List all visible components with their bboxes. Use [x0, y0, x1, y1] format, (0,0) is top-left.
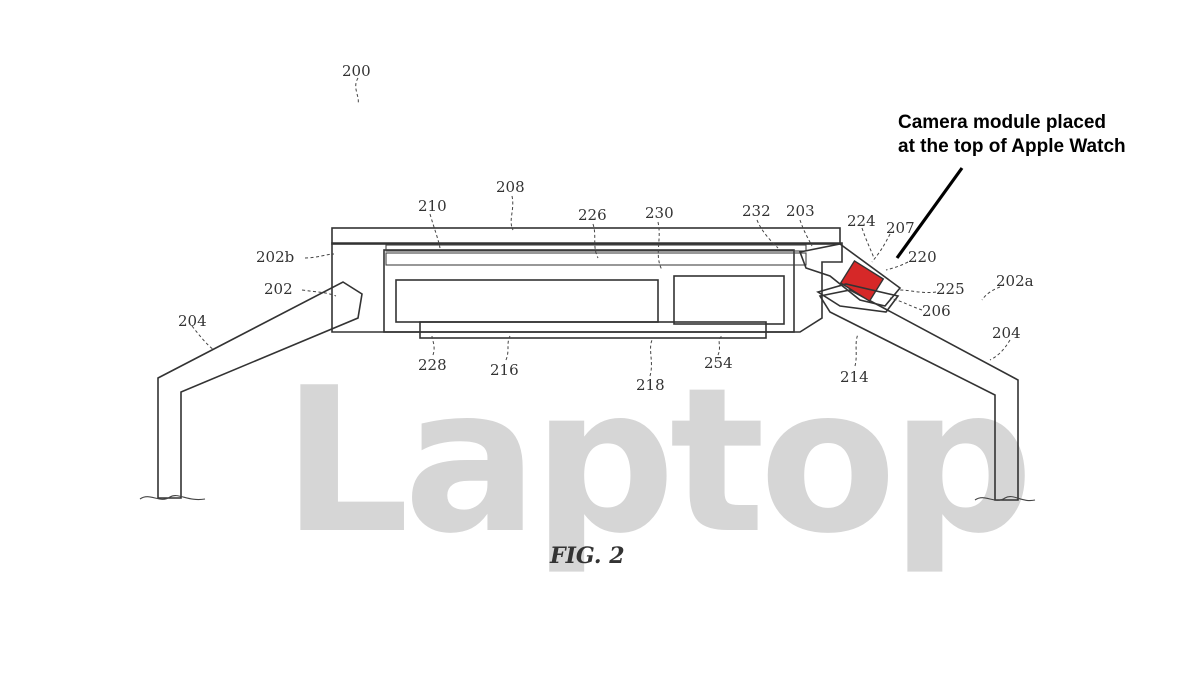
- left-strap: [157, 281, 363, 499]
- label-204-left: 204: [178, 312, 207, 330]
- label-202b: 202b: [256, 248, 294, 266]
- watermark-text: Laptop: [282, 345, 1028, 578]
- label-254: 254: [704, 354, 733, 372]
- label-230: 230: [645, 204, 674, 222]
- housing-202: [331, 242, 843, 333]
- leader-lines: [191, 77, 1011, 377]
- annotation-line-1: Camera module placed: [898, 112, 1106, 133]
- internal-cavity: [383, 249, 795, 333]
- cover-208: [331, 227, 841, 245]
- label-220: 220: [908, 248, 937, 266]
- label-214: 214: [840, 368, 869, 386]
- label-228: 228: [418, 356, 447, 374]
- label-202a: 202a: [996, 272, 1034, 290]
- label-208: 208: [496, 178, 525, 196]
- label-216: 216: [490, 361, 519, 379]
- label-224: 224: [847, 212, 876, 230]
- sensor-layer-216: [419, 321, 767, 339]
- reference-labels: 200 208 210 226 230 232 203 224 207 220 …: [178, 62, 1034, 394]
- label-226: 226: [578, 206, 607, 224]
- lens-206: [816, 283, 900, 313]
- camera-housing-207: [798, 243, 902, 307]
- label-207: 207: [886, 219, 915, 237]
- display-layer-210: [385, 244, 807, 252]
- label-200: 200: [342, 62, 371, 80]
- label-204-right: 204: [992, 324, 1021, 342]
- label-232: 232: [742, 202, 771, 220]
- camera-module-highlight: [839, 260, 885, 302]
- label-210: 210: [418, 197, 447, 215]
- display-layer-226: [385, 252, 807, 266]
- internal-block-232: [673, 275, 785, 325]
- label-206: 206: [922, 302, 951, 320]
- label-225: 225: [936, 280, 965, 298]
- internal-block-230: [395, 279, 659, 323]
- label-202: 202: [264, 280, 293, 298]
- label-218: 218: [636, 376, 665, 394]
- annotation-line-2: at the top of Apple Watch: [898, 136, 1126, 157]
- figure-caption: FIG. 2: [549, 543, 625, 569]
- annotation-pointer: [895, 167, 964, 259]
- label-203: 203: [786, 202, 815, 220]
